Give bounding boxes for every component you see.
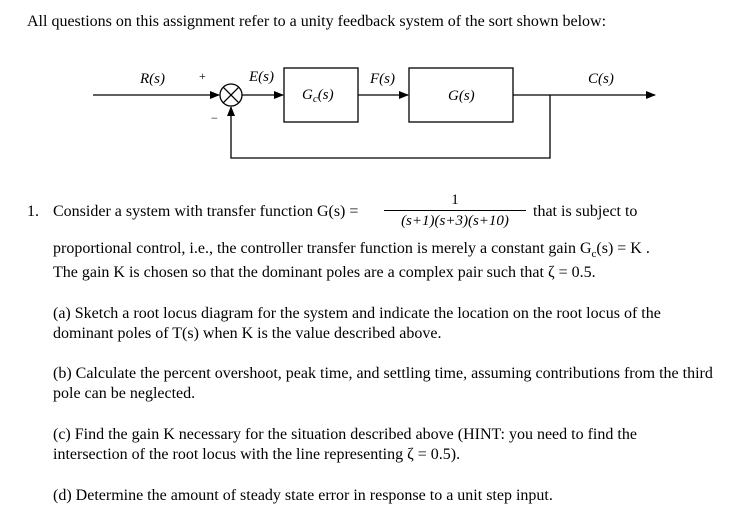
block-diagram: R(s) + − E(s) Gc(s) F(s) G(s) C(s) <box>93 67 656 159</box>
part-b: (b) Calculate the percent overshoot, pea… <box>53 365 713 402</box>
error-label: E(s) <box>248 69 274 85</box>
plant-label: G(s) <box>448 88 475 104</box>
part-c: (c) Find the gain K necessary for the si… <box>53 426 637 463</box>
question-line-2: proportional control, i.e., the controll… <box>53 240 650 261</box>
assignment-intro: All questions on this assignment refer t… <box>27 13 607 30</box>
question-lead: Consider a system with transfer function… <box>53 203 359 220</box>
controller-label: Gc(s) <box>302 87 334 105</box>
plant-input-label: F(s) <box>369 71 395 87</box>
fraction-bar <box>384 210 526 211</box>
tf-numerator: 1 <box>451 192 459 208</box>
transfer-function-fraction: 1 (s+1)(s+3)(s+10) <box>384 190 526 231</box>
input-label: R(s) <box>139 71 165 87</box>
question-trail: that is subject to <box>533 203 638 220</box>
plus-sign: + <box>199 69 206 83</box>
output-label: C(s) <box>588 71 614 87</box>
part-a: (a) Sketch a root locus diagram for the … <box>53 305 661 342</box>
question-line-3: The gain K is chosen so that the dominan… <box>53 264 596 281</box>
part-d: (d) Determine the amount of steady state… <box>53 487 553 504</box>
minus-sign: − <box>211 111 218 125</box>
summing-junction <box>219 83 243 107</box>
feedback-path <box>227 95 551 159</box>
tf-denominator: (s+1)(s+3)(s+10) <box>401 213 509 229</box>
question-number: 1. <box>27 203 39 220</box>
